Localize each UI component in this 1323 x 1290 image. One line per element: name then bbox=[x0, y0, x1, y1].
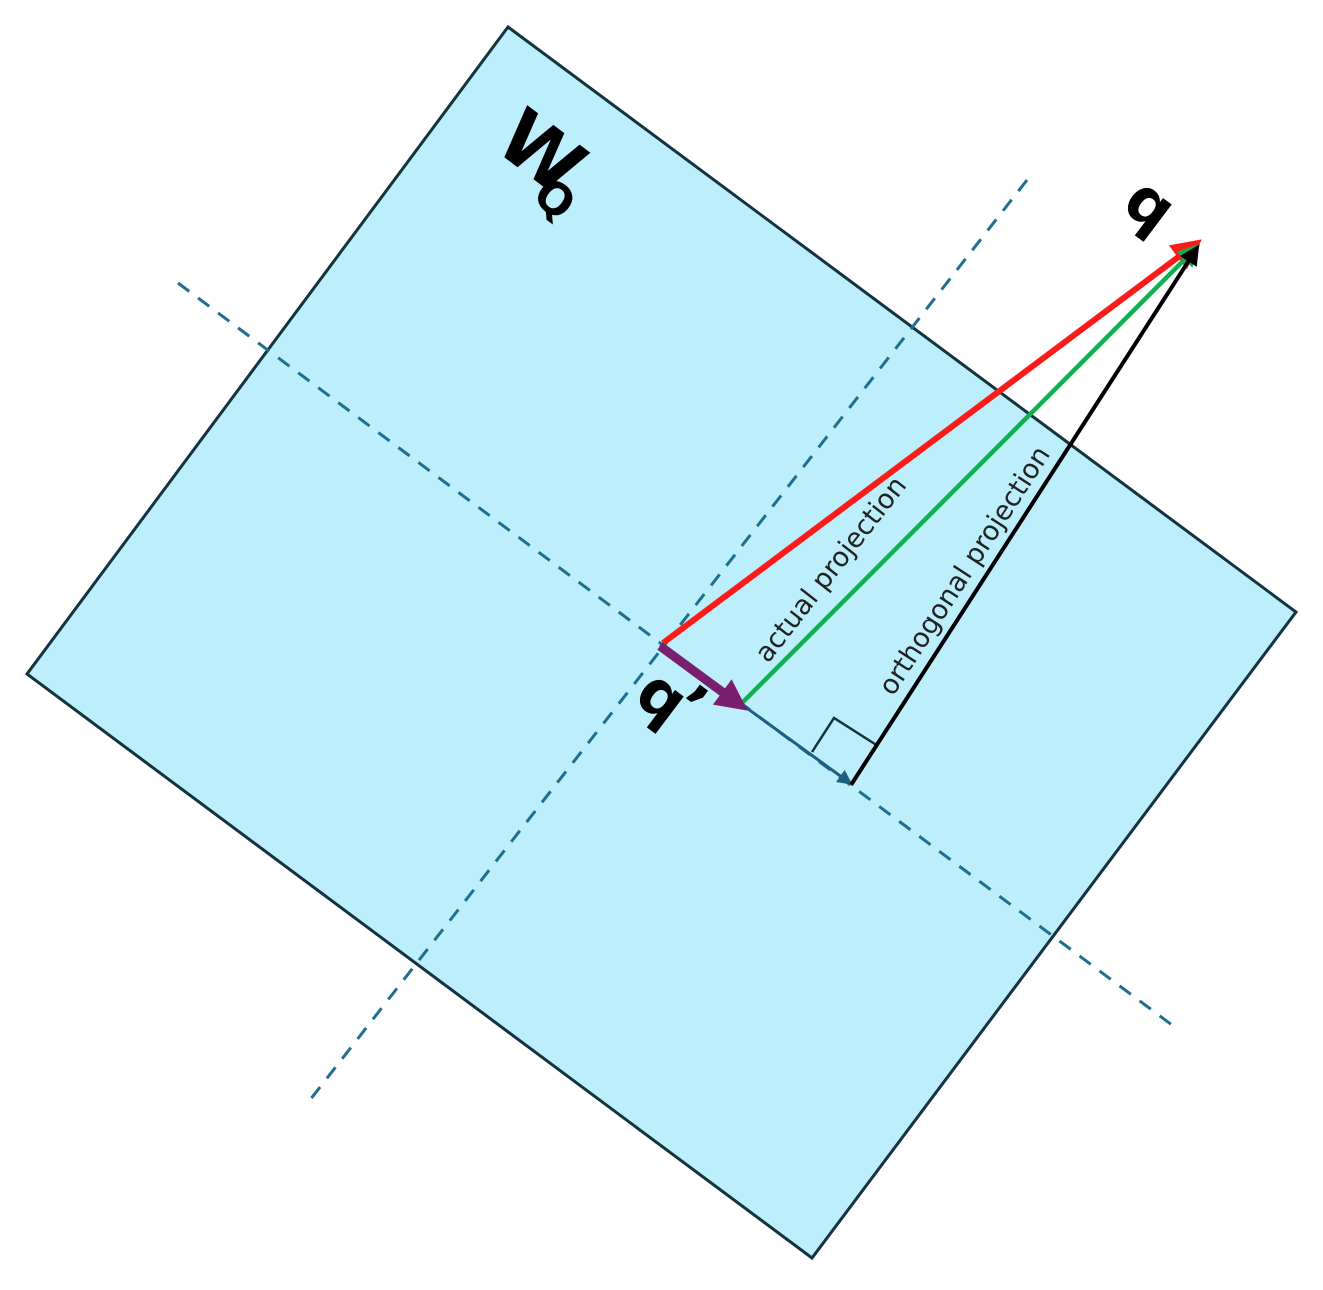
purple-vector-q-prime bbox=[657, 642, 748, 711]
red-vector bbox=[661, 239, 1202, 646]
dashed-axis-primary bbox=[177, 281, 1173, 1027]
right-angle-marker bbox=[810, 716, 879, 753]
label-q: q bbox=[1111, 162, 1190, 247]
black-vector bbox=[849, 244, 1200, 787]
green-vector bbox=[739, 243, 1201, 706]
